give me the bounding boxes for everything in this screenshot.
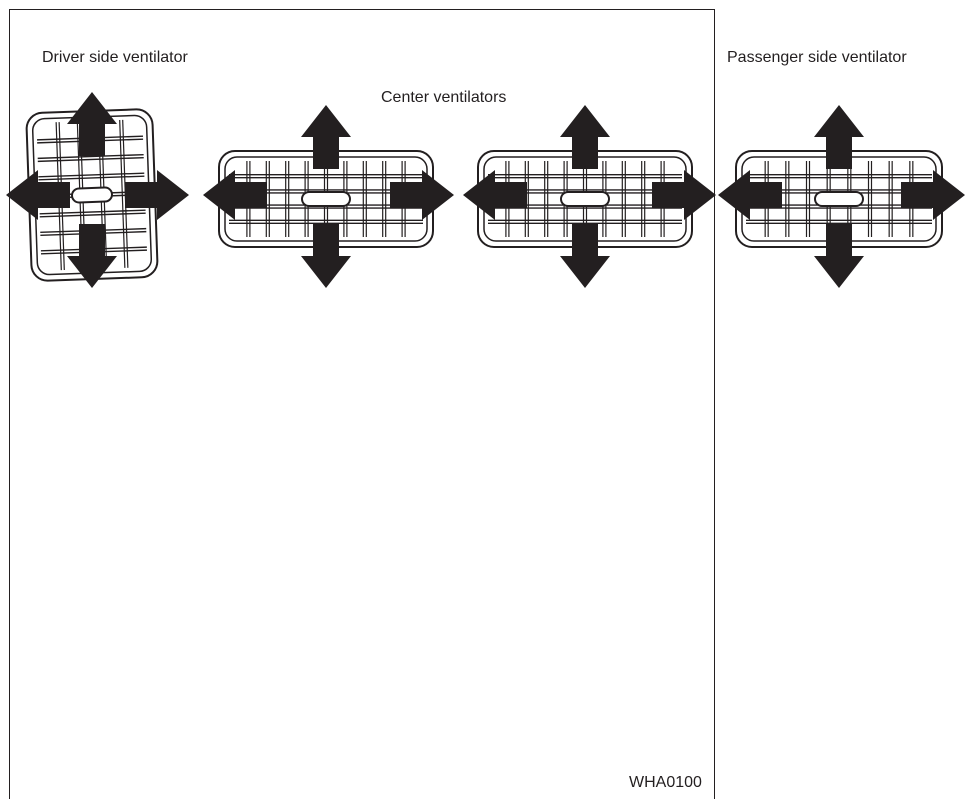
passenger-down-arrow-icon xyxy=(814,224,864,288)
passenger-left-arrow-icon-shape xyxy=(718,170,782,220)
driver-right-arrow-icon xyxy=(125,170,189,220)
driver-down-arrow-icon xyxy=(67,224,117,288)
driver-left-arrow-icon-shape xyxy=(6,170,70,220)
center-right-adjustment-knob xyxy=(560,191,610,207)
driver-horizontal-louver xyxy=(38,172,145,178)
driver-horizontal-louver xyxy=(39,209,146,215)
center-left-down-arrow-icon xyxy=(301,224,351,288)
center-left-left-arrow-icon xyxy=(203,170,267,220)
passenger-up-arrow-icon xyxy=(814,105,864,169)
center-left-adjustment-knob xyxy=(301,191,351,207)
passenger-adjustment-knob xyxy=(814,191,864,207)
driver-right-arrow-icon-shape xyxy=(125,170,189,220)
driver-side-ventilator-label: Driver side ventilator xyxy=(42,49,188,66)
driver-horizontal-louver xyxy=(37,156,144,163)
center-right-up-arrow-icon xyxy=(560,105,610,169)
driver-up-arrow-icon xyxy=(67,92,117,156)
passenger-left-arrow-icon xyxy=(718,170,782,220)
figure-frame xyxy=(9,9,715,799)
center-right-down-arrow-icon-shape xyxy=(560,224,610,288)
passenger-right-arrow-icon xyxy=(901,170,965,220)
center-right-down-arrow-icon xyxy=(560,224,610,288)
center-right-right-arrow-icon xyxy=(652,170,716,220)
driver-horizontal-louver xyxy=(37,153,144,160)
center-left-left-arrow-icon-shape xyxy=(203,170,267,220)
center-ventilators-label: Center ventilators xyxy=(381,89,507,106)
center-right-left-arrow-icon-shape xyxy=(463,170,527,220)
driver-vertical-louver xyxy=(119,119,126,268)
figure-code: WHA0100 xyxy=(629,774,702,791)
passenger-side-ventilator-label: Passenger side ventilator xyxy=(727,49,907,66)
driver-down-arrow-icon-shape xyxy=(67,224,117,288)
center-left-down-arrow-icon-shape xyxy=(301,224,351,288)
driver-left-arrow-icon xyxy=(6,170,70,220)
center-right-left-arrow-icon xyxy=(463,170,527,220)
passenger-right-arrow-icon-shape xyxy=(901,170,965,220)
center-left-up-arrow-icon-shape xyxy=(301,105,351,169)
center-right-up-arrow-icon-shape xyxy=(560,105,610,169)
center-left-right-arrow-icon xyxy=(390,170,454,220)
center-right-right-arrow-icon-shape xyxy=(652,170,716,220)
driver-up-arrow-icon-shape xyxy=(67,92,117,156)
driver-horizontal-louver xyxy=(38,175,145,181)
center-left-up-arrow-icon xyxy=(301,105,351,169)
center-left-right-arrow-icon-shape xyxy=(390,170,454,220)
passenger-up-arrow-icon-shape xyxy=(814,105,864,169)
passenger-down-arrow-icon-shape xyxy=(814,224,864,288)
driver-horizontal-louver xyxy=(39,212,146,218)
driver-adjustment-knob xyxy=(71,186,113,204)
